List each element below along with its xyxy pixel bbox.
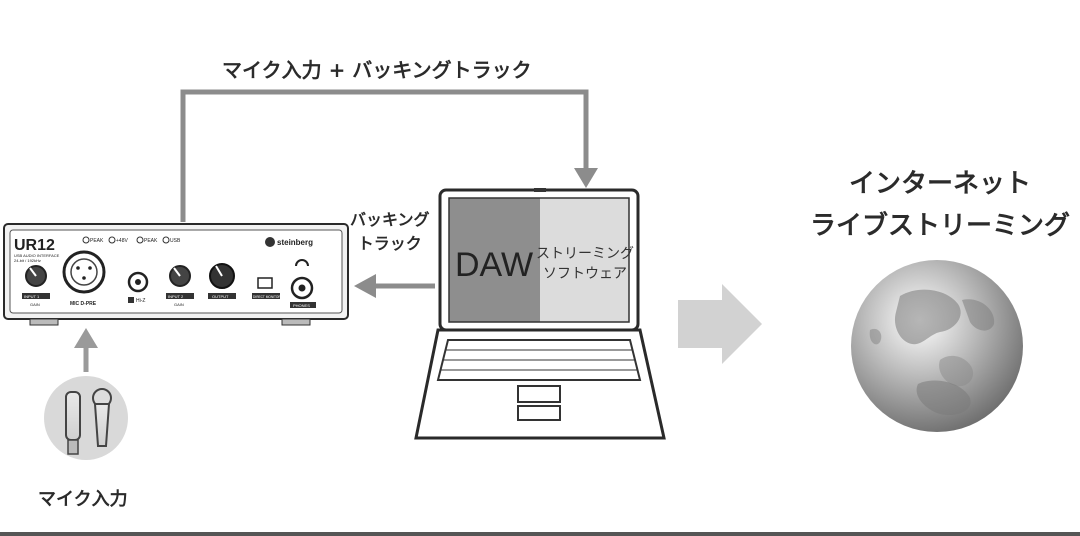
bottom-divider (0, 532, 1080, 536)
phones-label: PHONES (293, 303, 310, 308)
laptop-keyboard (436, 339, 642, 381)
led-peak-1-label: PEAK (90, 238, 104, 244)
mic-input-arrow (74, 328, 98, 372)
brand-label: steinberg (277, 238, 313, 247)
mic-dpre-label: MIC D-PRE (70, 301, 97, 307)
interface-subtitle-1: USB AUDIO INTERFACE (14, 253, 60, 258)
led-usb-label: USB (170, 238, 181, 244)
interface-model: UR12 (14, 237, 55, 254)
backing-track-arrow (354, 274, 435, 298)
microphones-icon (44, 376, 128, 460)
touchpad (517, 385, 561, 403)
mic-input-label: マイク入力 (38, 489, 128, 510)
gain-1-label: GAIN (30, 302, 40, 307)
hiz-label: Hi-Z (136, 298, 145, 304)
led-peak-2-label: PEAK (144, 238, 158, 244)
laptop (414, 188, 666, 440)
internet-label-line1: インターネット (848, 169, 1031, 199)
headphones-icon (295, 259, 309, 267)
internet-label-line2: ライブストリーミング (809, 211, 1070, 241)
audio-interface (3, 223, 349, 326)
screen-daw-text: DAW (455, 246, 533, 284)
top-signal-label: マイク入力 + バッキングトラック (222, 58, 532, 82)
backing-track-label: バッキング トラック (350, 208, 430, 256)
interface-subtitle-2: 24-bit / 192kHz (14, 258, 41, 263)
screen-streaming-text-1: ストリーミング (536, 245, 634, 261)
screen-streaming-text-2: ソフトウェア (543, 265, 627, 281)
screen-daw-pane (449, 198, 540, 322)
gain-2-label: GAIN (174, 302, 184, 307)
streaming-arrow (678, 284, 762, 364)
direct-monitor-switch (257, 277, 273, 289)
led-phantom-label: +48V (116, 238, 128, 244)
steinberg-logo-icon (265, 237, 275, 247)
input-2-label: INPUT 2 (168, 294, 184, 299)
output-label: OUTPUT (212, 294, 229, 299)
backing-track-label-line2: トラック (357, 234, 422, 253)
backing-track-label-line1: バッキング (350, 210, 430, 229)
touchpad-buttons (517, 405, 561, 421)
globe-icon (851, 260, 1023, 432)
signal-path-top (180, 89, 598, 222)
input-1-label: INPUT 1 (24, 294, 40, 299)
screen-streaming-pane (540, 198, 629, 322)
internet-streaming-label: インターネット ライブストリーミング (790, 163, 1080, 247)
direct-monitor-label: DIRECT MONITOR (253, 295, 281, 299)
